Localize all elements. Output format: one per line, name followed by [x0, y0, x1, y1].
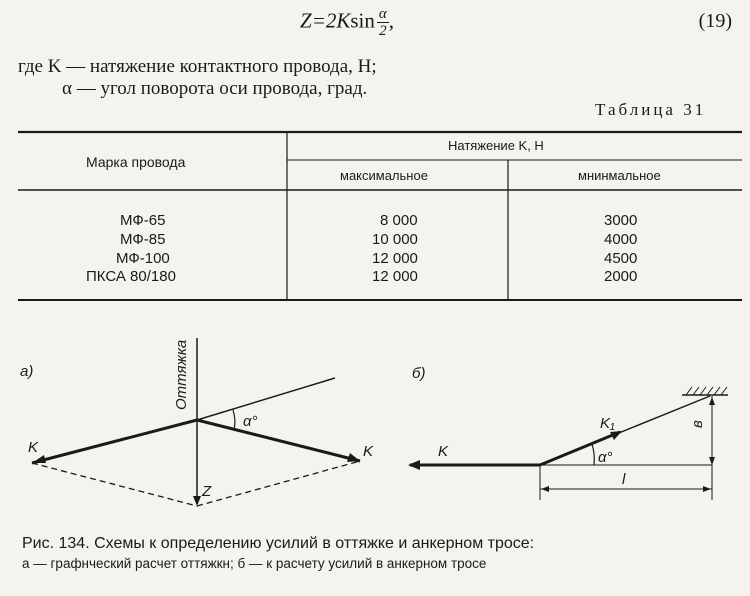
- col-header-max: максимальное: [340, 168, 428, 183]
- diagram-a: а) Оттяжка K K α° Z: [20, 338, 374, 507]
- force-label-k-left: K: [28, 439, 39, 456]
- col-header-min: мнинмальное: [578, 168, 661, 183]
- angle-label-b: α°: [598, 449, 613, 466]
- cell-max: 10 000: [372, 231, 418, 248]
- angle-arc-a: [232, 409, 236, 431]
- angle-arc-b: [591, 443, 595, 466]
- formula-eq: =2K: [311, 8, 351, 33]
- where-line-1: где K — натяжение контактного провода, Н…: [18, 56, 377, 77]
- formula-lhs: Z: [300, 8, 312, 33]
- guy-label: Оттяжка: [173, 340, 190, 410]
- dim-b-arrowhead-bottom: [709, 457, 715, 465]
- anchor-hatching: [685, 386, 728, 396]
- cell-min: 3000: [604, 212, 638, 229]
- equation-number: (19): [698, 10, 732, 32]
- dimension-label-b: в: [689, 420, 706, 428]
- cell-brand: МФ-85: [120, 231, 166, 248]
- diagram-b: б) K K₁ α° в l: [408, 365, 728, 500]
- parallelogram-left-dashed: [31, 462, 198, 507]
- force-k-left-arrowhead: [32, 455, 46, 463]
- dim-l-arrowhead-left: [541, 486, 549, 492]
- angle-label-a: α°: [243, 413, 258, 430]
- force-label-k-right: K: [363, 443, 374, 460]
- cell-max: 12 000: [372, 250, 418, 267]
- force-k1-arrow: [539, 430, 621, 467]
- cell-max: 8 000: [380, 212, 418, 229]
- cell-min: 4500: [604, 250, 638, 267]
- cell-min: 2000: [604, 268, 638, 285]
- panel-label-b: б): [412, 365, 425, 382]
- cell-max: 12 000: [372, 268, 418, 285]
- figure-caption-title: Рис. 134. Схемы к определению усилий в о…: [22, 535, 535, 552]
- table-title: Таблица 31: [595, 100, 707, 119]
- dim-b-arrowhead-top: [709, 397, 715, 405]
- force-label-k: K: [438, 443, 449, 460]
- cell-min: 4000: [604, 231, 638, 248]
- cell-brand: ПКСА 80/180: [86, 268, 176, 285]
- parallelogram-right-dashed: [196, 460, 361, 507]
- dimension-label-l: l: [622, 471, 626, 488]
- force-label-k1: K₁: [600, 415, 615, 432]
- col-header-tension-group: Натяжение K, Н: [448, 138, 544, 153]
- resultant-label-z: Z: [201, 483, 212, 500]
- formula-denominator: 2: [379, 23, 387, 39]
- formula-comma: ,: [388, 8, 395, 33]
- force-k-right-arrowhead: [347, 453, 360, 462]
- force-k-arrowhead: [408, 460, 420, 470]
- panel-label-a: а): [20, 363, 33, 380]
- dim-l-arrowhead-right: [703, 486, 711, 492]
- force-k1-arrowhead: [610, 431, 622, 440]
- force-k-right-arrow: [196, 418, 361, 463]
- cell-brand: МФ-100: [116, 250, 170, 267]
- formula-numerator: α: [376, 6, 389, 23]
- wire-axis-line: [196, 377, 336, 421]
- col-header-brand: Марка провода: [86, 154, 186, 170]
- where-line-2: α — угол поворота оси провода, град.: [62, 78, 368, 99]
- cell-brand: МФ-65: [120, 212, 166, 229]
- resultant-z-arrowhead: [193, 496, 201, 506]
- force-k-left-arrow: [31, 418, 198, 465]
- figure-caption-legend: а — графнческий расчет оттяжкн; б — к ра…: [22, 556, 487, 571]
- formula-func: sin: [350, 8, 375, 33]
